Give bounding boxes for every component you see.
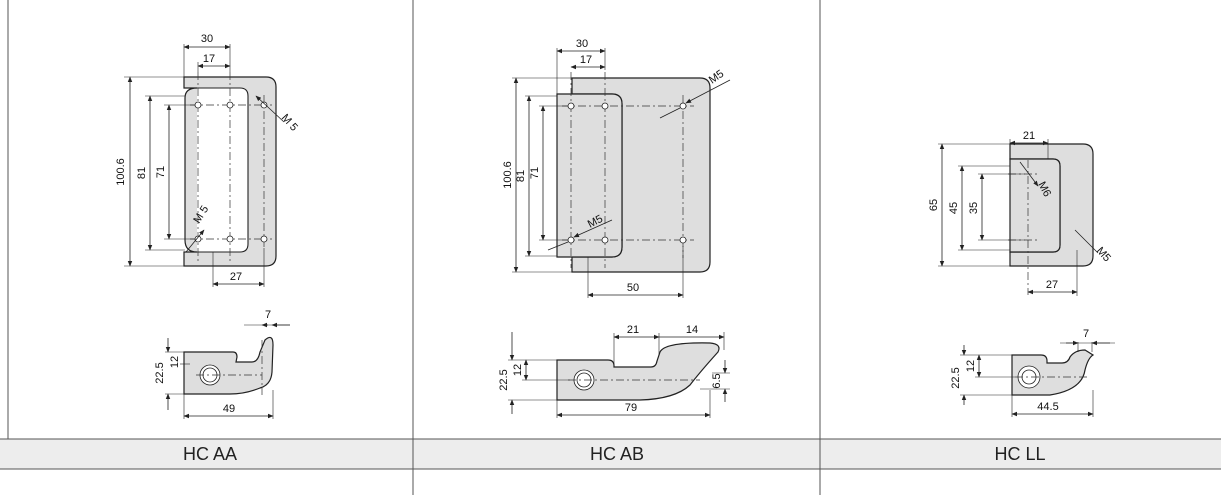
dim-label: 17 — [580, 54, 592, 66]
leader-line — [1074, 229, 1099, 254]
hinge-hc-ll: 21 65 45 35 27 M6 M5 — [928, 130, 1115, 464]
hinge-hc-aa: 30 17 100.6 81 71 27 M 5 M 5 — [115, 33, 300, 464]
dim-label: 71 — [529, 167, 541, 179]
dim-label: 22.5 — [154, 362, 166, 383]
dim-label: 50 — [627, 282, 639, 294]
hc-ab-hole — [567, 236, 575, 244]
dim-label: 65 — [928, 199, 940, 211]
dim-label: 7 — [1083, 328, 1089, 340]
hc-ab-top-view: 30 17 100.6 81 71 50 M5 M5 — [502, 38, 731, 298]
hinge-label: HC AB — [590, 444, 644, 464]
hinge-label: HC AA — [183, 444, 237, 464]
dim-label: 12 — [169, 356, 181, 368]
dim-label: 35 — [968, 202, 980, 214]
hc-aa-top-view: 30 17 100.6 81 71 27 M 5 M 5 — [115, 33, 300, 287]
dim-label: 79 — [625, 402, 637, 414]
hc-aa-side-body — [183, 336, 274, 395]
leader-line — [659, 107, 681, 119]
hc-ll-leaf — [1009, 158, 1061, 253]
dim-label: 17 — [203, 53, 215, 65]
dim-label: 30 — [576, 38, 588, 50]
leader-line — [1019, 161, 1039, 187]
hc-aa-hole — [226, 235, 234, 243]
leader-line — [255, 95, 285, 123]
hc-ll-side-view: 7 22.5 12 44.5 — [950, 328, 1115, 417]
hc-aa-side-view: 21 7 22.5 12 49 — [154, 309, 290, 419]
dim-label: 21 — [1023, 130, 1035, 142]
hc-ab-side-view: 21 14 22.5 12 79 6.5 — [498, 324, 730, 418]
dim-label: 45 — [948, 202, 960, 214]
dim-label: 81 — [515, 170, 527, 182]
hinge-hc-ab: 30 17 100.6 81 71 50 M5 M5 — [498, 38, 731, 464]
hc-ab-hole — [679, 236, 687, 244]
dim-label: 6.5 — [711, 373, 723, 388]
leader-line — [547, 241, 569, 251]
dim-label: 71 — [155, 166, 167, 178]
hc-ab-hole — [679, 102, 687, 110]
hc-ab-leaf — [556, 93, 623, 258]
dim-label: 22.5 — [950, 367, 962, 388]
dim-label: 49 — [223, 403, 235, 415]
hinge-label: HC LL — [994, 444, 1045, 464]
dim-label: 7 — [265, 309, 271, 321]
hc-aa-hole — [260, 235, 268, 243]
hc-ab-hole — [601, 102, 609, 110]
dim-label: 44.5 — [1037, 401, 1058, 413]
thread-label: M 5 — [279, 112, 300, 134]
dim-label: 22.5 — [498, 369, 510, 390]
hc-ab-hole — [567, 102, 575, 110]
leader-line — [685, 79, 731, 104]
dim-label: 27 — [230, 271, 242, 283]
hc-aa-leaf-outline — [197, 87, 249, 253]
dim-label: 100.6 — [115, 158, 127, 186]
hc-aa-hole — [260, 101, 268, 109]
dim-label: 12 — [965, 360, 977, 372]
dim-label: 81 — [136, 167, 148, 179]
dim-label: 14 — [686, 324, 698, 336]
dim-label: 30 — [201, 33, 213, 45]
label-band — [0, 439, 1221, 469]
thread-label: M5 — [1094, 245, 1113, 264]
leader-line — [573, 219, 613, 238]
hc-ab-hole — [601, 236, 609, 244]
dim-label: 12 — [512, 364, 524, 376]
dim-label: 27 — [1046, 279, 1058, 291]
leader-line — [185, 229, 205, 253]
hc-aa-hole — [194, 101, 202, 109]
dim-label: 21 — [627, 324, 639, 336]
dim-label: 100.6 — [502, 161, 514, 189]
hc-aa-hole — [226, 101, 234, 109]
hc-ll-top-view: 21 65 45 35 27 M6 M5 — [928, 130, 1113, 296]
